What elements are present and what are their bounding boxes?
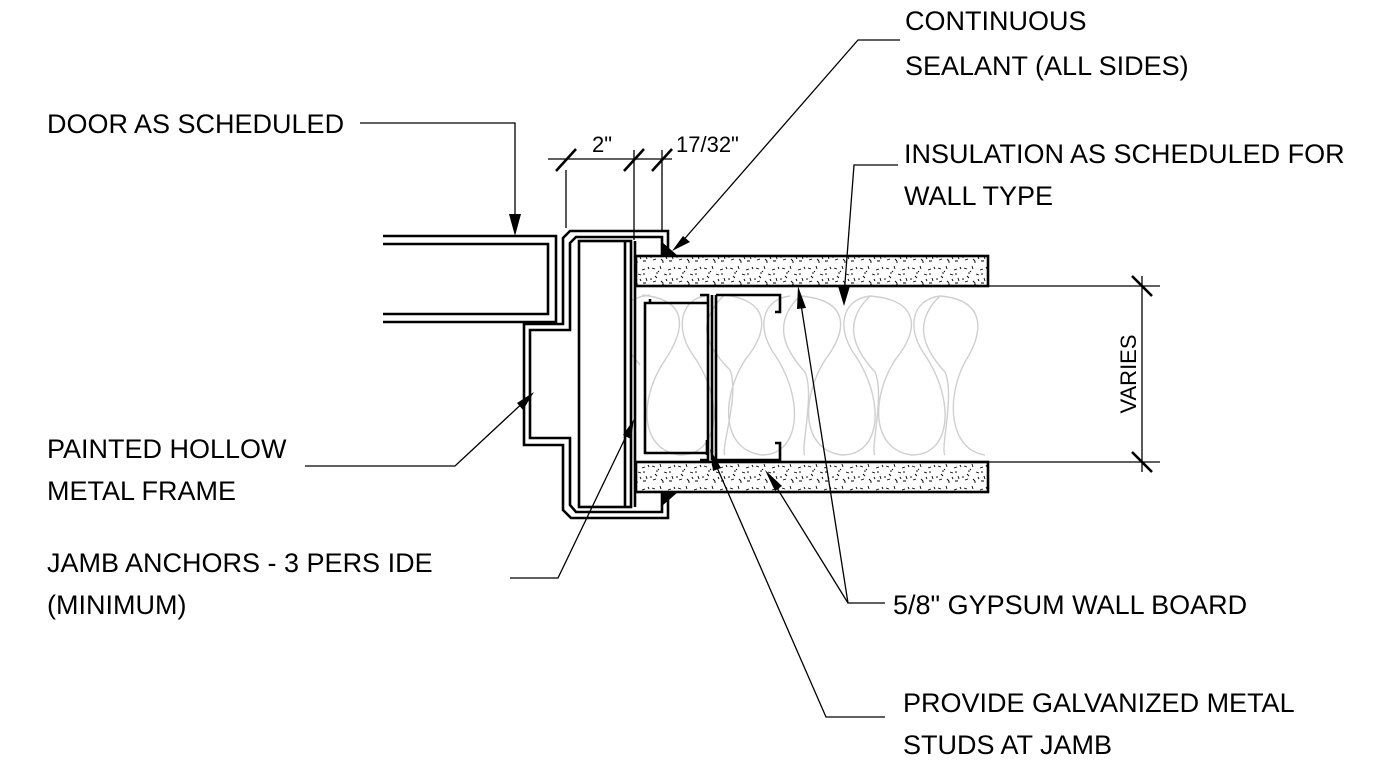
- label-gypsum: 5/8" GYPSUM WALL BOARD: [893, 590, 1247, 620]
- leader-sealant: [672, 39, 900, 251]
- label-insulation-line2: WALL TYPE: [904, 181, 1053, 211]
- dimension-varies-text: VARIES: [1116, 334, 1141, 413]
- dimension-2in-text: 2": [592, 132, 612, 157]
- label-studs-line2: STUDS AT JAMB: [903, 730, 1112, 760]
- jamb-anchor: [577, 239, 637, 509]
- metal-stud-right: [705, 293, 782, 462]
- batt-insulation: [617, 294, 986, 456]
- leader-gypsum: [765, 286, 885, 604]
- leader-insulation: [838, 164, 898, 306]
- label-sealant-line2: SEALANT (ALL SIDES): [905, 51, 1189, 81]
- door-leaf: [383, 234, 558, 324]
- label-door: DOOR AS SCHEDULED: [47, 109, 344, 139]
- label-frame-line1: PAINTED HOLLOW: [47, 434, 287, 464]
- sealant-bead: [662, 242, 678, 506]
- dimension-wall-varies: VARIES: [988, 275, 1160, 473]
- leader-frame: [305, 392, 534, 467]
- leader-studs: [710, 449, 885, 718]
- leader-door: [360, 122, 521, 236]
- gypsum-board-bottom: [634, 460, 990, 494]
- leader-anchors: [510, 419, 634, 579]
- label-anchors-line2: (MINIMUM): [47, 590, 186, 620]
- label-anchors-line1: JAMB ANCHORS - 3 PERS IDE: [47, 548, 433, 578]
- label-sealant-line1: CONTINUOUS: [905, 6, 1087, 36]
- label-insulation-line1: INSULATION AS SCHEDULED FOR: [904, 139, 1345, 169]
- gypsum-board-top: [634, 254, 990, 288]
- label-frame-line2: METAL FRAME: [47, 476, 236, 506]
- metal-stud-left: [643, 293, 714, 462]
- label-studs-line1: PROVIDE GALVANIZED METAL: [903, 688, 1295, 718]
- dimension-frame-depth: 2" 17/32": [548, 132, 739, 240]
- dimension-17-32-text: 17/32": [676, 132, 739, 157]
